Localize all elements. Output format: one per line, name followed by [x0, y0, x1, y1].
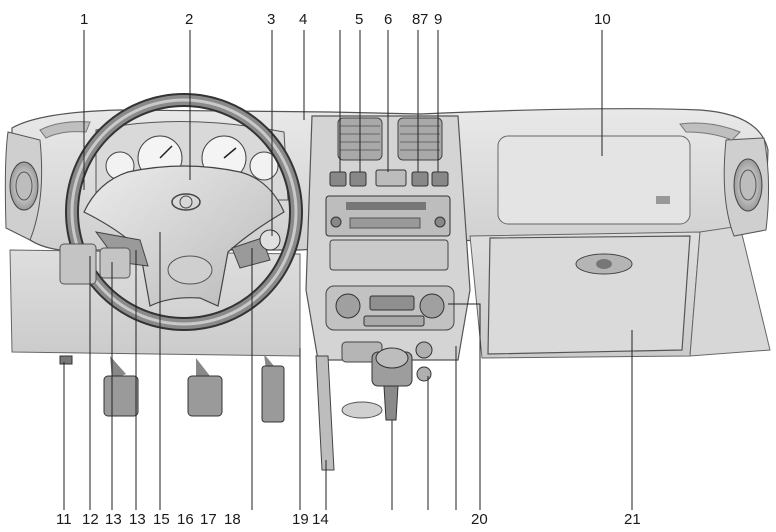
- defroster-vents: [39, 121, 741, 141]
- callout-top-1: 1: [80, 11, 89, 28]
- callout-top-5: 5: [355, 11, 364, 28]
- callout-top-2: 2: [185, 11, 194, 28]
- parking-brake: [315, 355, 335, 471]
- callout-bottom-20: 20: [471, 511, 488, 528]
- pedals: [103, 354, 285, 423]
- callout-top-8: 8: [412, 11, 421, 28]
- callout-top-4: 4: [299, 11, 308, 28]
- callout-bottom-21: 21: [624, 511, 641, 528]
- callout-bottom-13a: 13: [105, 511, 122, 528]
- callout-bottom-11: 11: [56, 511, 72, 528]
- right-side-vent: [723, 137, 770, 237]
- glove-box: [487, 235, 691, 355]
- callout-top-6: 6: [384, 11, 393, 28]
- center-console: [305, 115, 471, 382]
- callout-bottom-15: 15: [153, 511, 170, 528]
- callout-bottom-17: 17: [200, 511, 217, 528]
- passenger-airbag-panel: [497, 135, 691, 225]
- callout-top-3: 3: [267, 11, 276, 28]
- callout-top-10: 10: [594, 11, 611, 28]
- wiper-stalk: [231, 229, 281, 269]
- leader-lines: [63, 30, 633, 510]
- callout-top-7: 7: [420, 11, 429, 28]
- callout-bottom-14: 14: [312, 511, 329, 528]
- callout-bottom-13b: 13: [129, 511, 146, 528]
- hood-release-lever: [59, 355, 73, 365]
- left-switch-panel: [59, 243, 131, 285]
- callout-bottom-12: 12: [82, 511, 99, 528]
- steering-wheel: [65, 93, 303, 331]
- callout-bottom-18: 18: [224, 511, 241, 528]
- callout-top-9: 9: [434, 11, 443, 28]
- callout-bottom-19: 19: [292, 511, 309, 528]
- callout-bottom-16: 16: [177, 511, 194, 528]
- left-side-vent: [4, 131, 43, 241]
- gear-shift: [341, 347, 413, 421]
